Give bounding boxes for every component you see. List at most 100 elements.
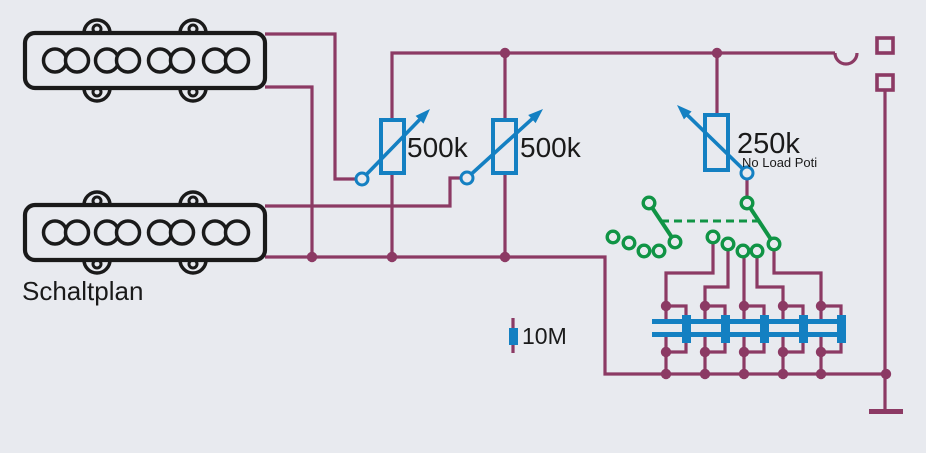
junction-dot (306, 251, 318, 263)
pickups-layer (22, 18, 268, 275)
no-load-poti-label: No Load Poti (742, 155, 818, 170)
bleed-resistor4 (799, 315, 808, 343)
junction-dot (738, 300, 750, 312)
volume1-pot-label: 500k (407, 132, 468, 163)
pickup1-ground (265, 85, 314, 257)
neck-pickup-pole-piece (114, 47, 142, 74)
volume1-pot-arrow-head (415, 109, 430, 124)
top-bus (390, 51, 835, 120)
bridge-pickup-body (22, 202, 268, 263)
bridge-pickup-pole-piece (41, 219, 69, 246)
capacitor4-bottom-plate (769, 332, 807, 337)
bridge-pickup-pole-piece (146, 219, 174, 246)
neck-pickup-pole-piece (223, 47, 251, 74)
jack-sleeve-terminal (875, 73, 895, 92)
capacitor5-bottom-plate (807, 332, 845, 337)
right-pole-position2-terminal (720, 236, 736, 252)
bridge-pickup-pole-piece (63, 219, 91, 246)
tone-pot-wiper-terminal (739, 165, 755, 181)
volume2-pot-arrow-shaft (465, 111, 540, 180)
junction-dot (815, 346, 827, 358)
wire-hop (833, 52, 859, 66)
left-pole-position3-terminal (636, 243, 652, 259)
capacitor1-bottom-plate (652, 332, 690, 337)
neck-pickup-pole-piece (168, 47, 196, 74)
neck-pickup-pole-piece (41, 47, 69, 74)
left-pole-position4-terminal (651, 243, 667, 259)
left-pole-position5-terminal (667, 234, 683, 250)
tone-pot-arrow-head (677, 105, 692, 120)
right-pole-position1-terminal (705, 229, 721, 245)
junction-dot (777, 368, 789, 380)
wires-layer (265, 32, 887, 412)
bridge-pickup-pole-piece (223, 219, 251, 246)
neck-pickup-pole-piece (63, 47, 91, 74)
volume2-pot-label: 500k (520, 132, 581, 163)
junction-dot (660, 368, 672, 380)
junction-dot (499, 47, 511, 59)
resistor-legend-label: 10M (522, 323, 567, 349)
junction-dot (699, 346, 711, 358)
junction-dot (738, 346, 750, 358)
jack-tip-terminal (875, 36, 895, 55)
junction-dot (777, 300, 789, 312)
junction-dot (738, 368, 750, 380)
bridge-pickup-pole-piece (168, 219, 196, 246)
resistor-legend (509, 318, 518, 353)
capacitor5-top-plate (807, 319, 845, 324)
junction-dot (660, 346, 672, 358)
volume1-pot-arrow-shaft (360, 112, 428, 181)
bleed-resistor5 (837, 315, 846, 343)
neck-pickup-pole-piece (146, 47, 174, 74)
capacitor2-bottom-plate (691, 332, 729, 337)
left-pole-position1-terminal (605, 229, 621, 245)
right-pole-position5-terminal (766, 236, 782, 252)
junction-dots-layer (306, 47, 892, 380)
bleed-resistor1 (682, 315, 691, 343)
junction-dot (777, 346, 789, 358)
bleed-resistor2 (721, 315, 730, 343)
tone-pot-arrow-shaft (680, 107, 749, 175)
throw4-wire (755, 257, 785, 306)
junction-dot (815, 368, 827, 380)
pickup1-hot (265, 32, 356, 181)
right-pole-common-terminal (739, 195, 755, 211)
bridge-pickup-pole-piece (201, 219, 229, 246)
left-pole-common-terminal (641, 195, 657, 211)
right-pole-position4-terminal (749, 243, 765, 259)
output-jack (869, 36, 903, 414)
capacitor3-top-plate (730, 319, 768, 324)
throw2-wire (703, 250, 730, 306)
junction-dot (386, 251, 398, 263)
volume1-pot-wiper-terminal (354, 171, 370, 187)
volume2-pot-arrow-head (528, 109, 543, 124)
pickup2-hot (265, 176, 461, 208)
ground-symbol (869, 409, 903, 414)
capacitor4-top-plate (769, 319, 807, 324)
junction-dot (660, 300, 672, 312)
capacitor1-top-plate (652, 319, 690, 324)
neck-pickup-body (22, 30, 268, 91)
bleed-resistor3 (760, 315, 769, 343)
capacitor3-bottom-plate (730, 332, 768, 337)
potentiometers-layer (354, 105, 755, 187)
rotary-switch (605, 195, 782, 259)
throw1-wire (664, 243, 715, 306)
volume2-pot-body (491, 118, 518, 175)
junction-dot (711, 47, 723, 59)
right-pole-arm (745, 201, 776, 246)
neck-pickup-pole-piece (201, 47, 229, 74)
throw5-wire (772, 250, 823, 306)
capacitor-bank (652, 315, 846, 343)
tone-pot-label: 250k (737, 128, 800, 160)
left-pole-position2-terminal (621, 235, 637, 251)
junction-dot (815, 300, 827, 312)
volume2-pot-wiper-terminal (459, 170, 475, 186)
diagram-title: Schaltplan (22, 276, 144, 306)
capacitor2-top-plate (691, 319, 729, 324)
junction-dot (880, 368, 892, 380)
junction-dot (699, 300, 711, 312)
legend-resistor (509, 328, 518, 345)
